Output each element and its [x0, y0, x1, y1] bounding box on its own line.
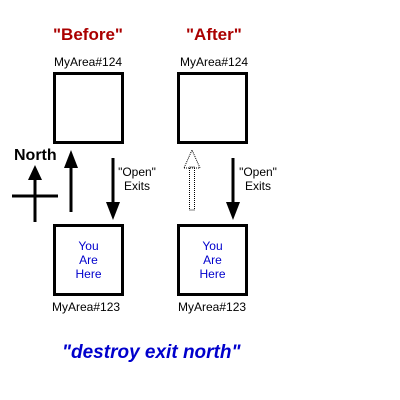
after-bottom-room: You Are Here	[177, 224, 248, 296]
before-heading: "Before"	[53, 25, 123, 44]
after-heading: "After"	[186, 25, 242, 44]
after-exit-label-line-1: "Open"	[239, 165, 277, 179]
before-south-exit-arrow	[106, 158, 120, 220]
before-bottom-area-label: MyArea#123	[52, 300, 121, 314]
north-label: North	[14, 147, 57, 164]
before-top-room	[53, 72, 124, 144]
before-here-line-1: You	[78, 239, 99, 253]
after-here-line-2: Are	[203, 253, 222, 267]
after-south-exit-arrow	[226, 158, 240, 220]
before-bottom-room: You Are Here	[53, 224, 124, 296]
before-here-line-3: Here	[75, 267, 102, 281]
after-top-area-label: MyArea#124	[180, 55, 249, 69]
after-bottom-area-label: MyArea#123	[178, 300, 247, 314]
before-top-area-label: MyArea#124	[54, 55, 123, 69]
after-here-line-1: You	[202, 239, 223, 253]
after-here-line-3: Here	[199, 267, 226, 281]
after-top-room	[177, 72, 248, 144]
before-north-exit-arrow	[64, 150, 78, 212]
after-exit-label-line-2: Exits	[244, 179, 271, 193]
before-exit-label-line-1: "Open"	[118, 165, 156, 179]
command-text: "destroy exit north"	[62, 342, 241, 363]
compass-icon	[12, 165, 58, 222]
before-here-line-2: Are	[79, 253, 98, 267]
after-exit-label: "Open" Exits	[236, 165, 280, 193]
before-exit-label: "Open" Exits	[115, 165, 159, 193]
before-exit-label-line-2: Exits	[123, 179, 150, 193]
after-destroyed-north-exit-arrow	[183, 148, 201, 211]
